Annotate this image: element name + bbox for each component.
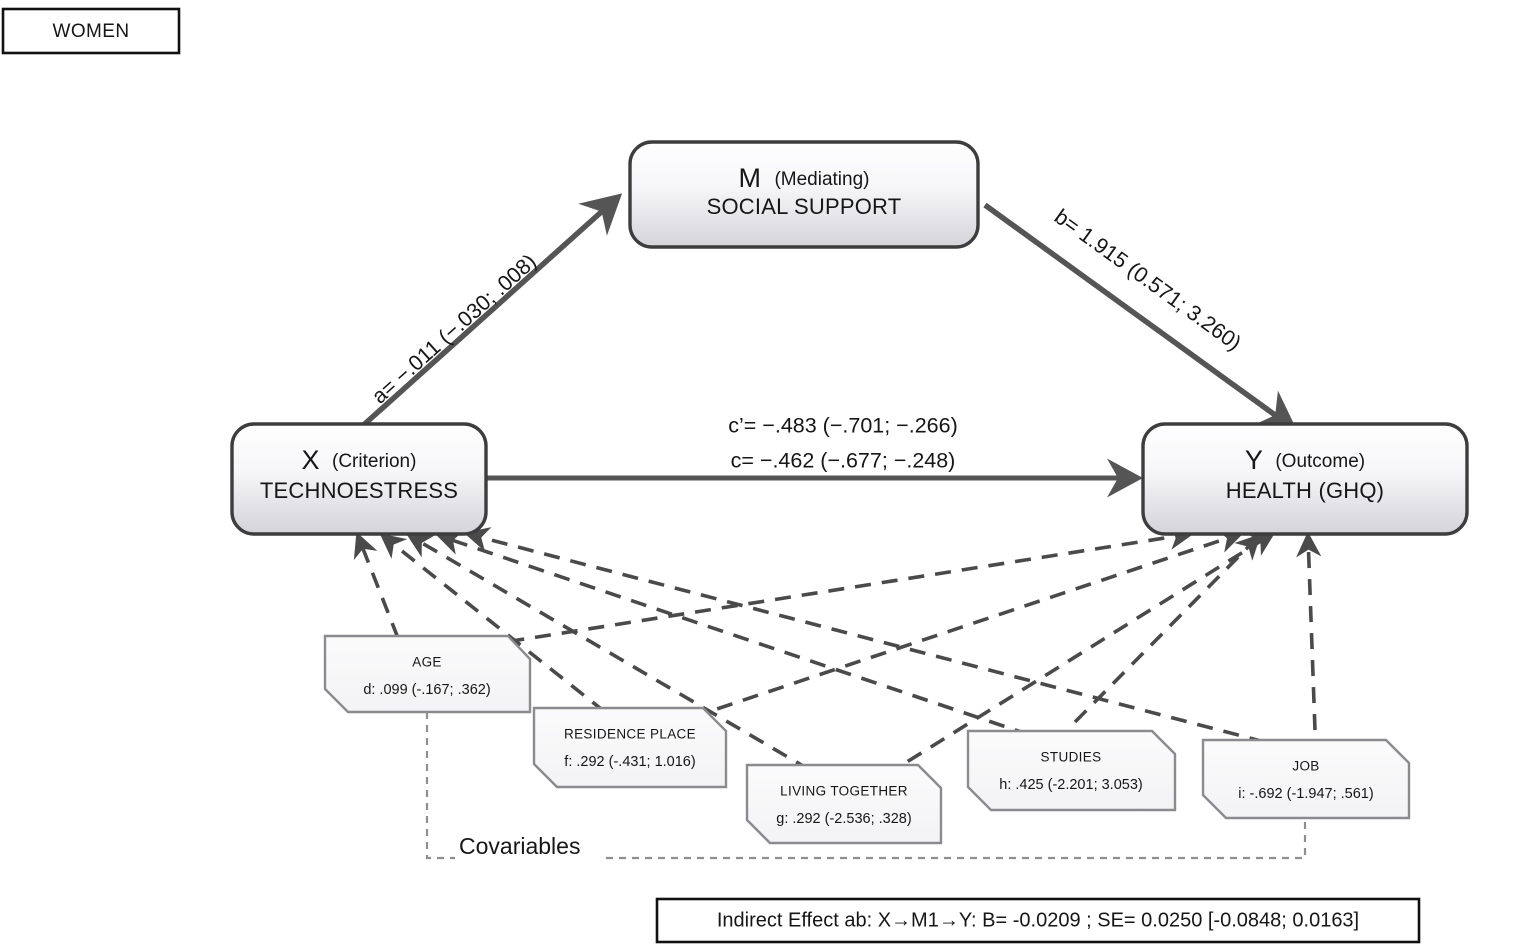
cov-path-studies-to-y (1073, 533, 1262, 724)
node-outcome-name: HEALTH (GHQ) (1226, 478, 1384, 503)
covariate-box-residence-place-shape (532, 706, 728, 789)
node-criterion-role: (Criterion) (332, 451, 416, 472)
covariate-paths-to-y (454, 524, 1322, 792)
path-b-arrow (983, 202, 1298, 432)
covariables-label: Covariables (459, 833, 580, 859)
cov-path-studies-to-x (435, 530, 1031, 737)
path-b-label: b= 1.915 (0.571; 3.260) (1050, 204, 1246, 355)
node-mediator-head: M (Mediating) (739, 163, 870, 193)
covariate-box-age[interactable]: AGE d: .099 (-.167; .362) (323, 634, 532, 714)
covariables-bracket: Covariables (425, 712, 1307, 861)
covariables-label-backdrop (455, 833, 603, 861)
node-outcome-role: (Outcome) (1275, 451, 1365, 472)
covariate-box-residence-place-coef: f: .292 (-.431; 1.016) (564, 754, 695, 770)
path-c: c’= −.483 (−.701; −.266) c= −.462 (−.677… (487, 414, 1144, 498)
covariate-box-studies[interactable]: STUDIES h: .425 (-2.201; 3.053) (966, 729, 1177, 812)
node-criterion-head: X (Criterion) (302, 445, 417, 475)
node-criterion-name: TECHNOESTRESS (260, 478, 458, 503)
covariate-paths-to-x (353, 527, 1266, 772)
covariate-box-job-shape (1201, 738, 1411, 820)
path-a-arrow (356, 193, 623, 433)
covariate-box-age-shape (323, 634, 532, 714)
group-badge-label: WOMEN (53, 21, 130, 42)
indirect-effect-footer: Indirect Effect ab: X→M1→Y: B= -0.0209 ;… (655, 897, 1421, 944)
node-criterion[interactable]: X (Criterion) TECHNOESTRESS (230, 422, 488, 536)
cov-path-age-to-x (353, 531, 400, 639)
path-c-label: c= −.462 (−.677; −.248) (731, 449, 956, 473)
node-outcome-box (1141, 422, 1469, 536)
node-criterion-var: X (302, 445, 320, 475)
covariate-box-studies-shape (966, 729, 1177, 812)
cov-path-job-to-y (1296, 531, 1322, 731)
covariate-box-living-together-title: LIVING TOGETHER (780, 784, 908, 799)
covariate-box-living-together-shape (745, 763, 943, 845)
path-a: a= −.011 (−.030; .008) (356, 193, 623, 433)
covariate-box-living-together[interactable]: LIVING TOGETHER g: .292 (-2.536; .328) (745, 763, 943, 845)
node-mediator[interactable]: M (Mediating) SOCIAL SUPPORT (628, 140, 980, 249)
covariate-box-studies-title: STUDIES (1041, 750, 1102, 765)
indirect-effect-footer-text: Indirect Effect ab: X→M1→Y: B= -0.0209 ;… (717, 909, 1359, 931)
cov-path-age-to-y (454, 524, 1195, 652)
covariables-bracket-line (425, 712, 1307, 860)
covariate-box-job-coef: i: -.692 (-1.947; .561) (1238, 786, 1373, 802)
covariate-box-studies-coef: h: .425 (-2.201; 3.053) (999, 777, 1143, 793)
path-a-label: a= −.011 (−.030; .008) (367, 249, 541, 408)
indirect-effect-footer-box (655, 897, 1421, 944)
node-outcome[interactable]: Y (Outcome) HEALTH (GHQ) (1141, 422, 1469, 536)
covariate-box-residence-place[interactable]: RESIDENCE PLACE f: .292 (-.431; 1.016) (532, 706, 728, 789)
cov-path-residence-to-x (379, 533, 607, 714)
covariate-box-residence-place-title: RESIDENCE PLACE (564, 727, 696, 742)
node-mediator-name: SOCIAL SUPPORT (707, 194, 902, 219)
node-outcome-head: Y (Outcome) (1245, 445, 1365, 475)
node-mediator-box (628, 140, 980, 249)
group-badge: WOMEN (1, 7, 181, 55)
path-b: b= 1.915 (0.571; 3.260) (983, 202, 1298, 432)
node-mediator-var: M (739, 163, 762, 193)
cov-path-job-to-x (463, 527, 1266, 744)
covariate-box-living-together-coef: g: .292 (-2.536; .328) (776, 811, 911, 827)
covariate-box-age-coef: d: .099 (-.167; .362) (363, 682, 490, 698)
node-outcome-var: Y (1245, 445, 1263, 475)
cov-path-living-to-x (406, 533, 811, 772)
path-c-prime-label: c’= −.483 (−.701; −.266) (728, 414, 958, 438)
covariate-box-age-title: AGE (412, 655, 442, 670)
node-mediator-role: (Mediating) (774, 169, 869, 190)
covariate-box-job-title: JOB (1292, 759, 1319, 774)
cov-path-residence-to-y (665, 528, 1245, 728)
node-criterion-box (230, 422, 488, 536)
covariate-box-job[interactable]: JOB i: -.692 (-1.947; .561) (1201, 738, 1411, 820)
